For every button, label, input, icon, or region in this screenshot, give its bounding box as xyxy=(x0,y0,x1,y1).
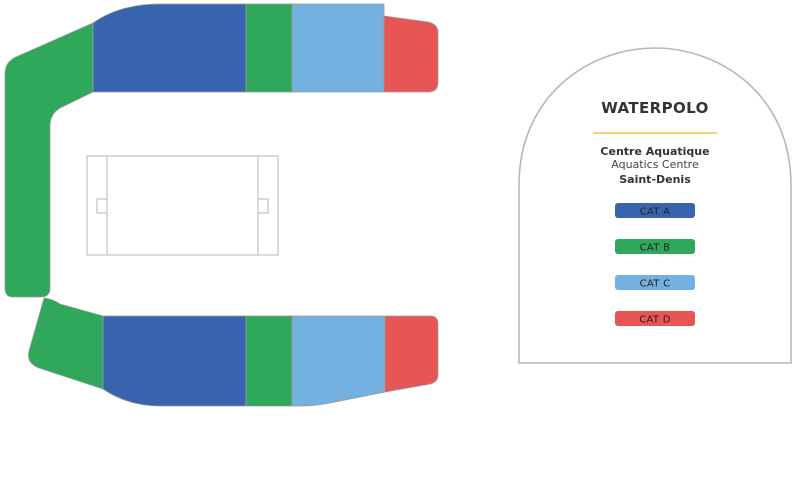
venue-name: Centre Aquatique xyxy=(600,145,709,158)
section-bottom-left-cat-b[interactable] xyxy=(28,297,104,390)
section-top-cat-a[interactable] xyxy=(92,3,247,93)
section-bottom-cat-a[interactable] xyxy=(102,315,247,407)
legend-swatch-cat-b xyxy=(615,239,695,254)
legend-swatch-cat-a xyxy=(615,203,695,218)
legend-item-cat-c[interactable]: CAT C xyxy=(615,275,695,290)
section-top-cat-b[interactable] xyxy=(245,3,293,93)
legend-label-cat-d: CAT D xyxy=(639,315,671,326)
section-top-cat-d[interactable] xyxy=(383,15,439,93)
legend-label-cat-a: CAT A xyxy=(640,207,671,218)
legend-label-cat-c: CAT C xyxy=(640,279,671,290)
section-bottom-cat-c[interactable] xyxy=(291,315,386,407)
legend-item-cat-a[interactable]: CAT A xyxy=(615,203,695,218)
venue-city: Saint-Denis xyxy=(619,173,691,186)
legend-swatch-cat-d xyxy=(615,311,695,326)
section-bottom-cat-b[interactable] xyxy=(245,315,293,407)
venue-name-english: Aquatics Centre xyxy=(611,158,699,171)
legend-panel: WATERPOLO Centre Aquatique Aquatics Cent… xyxy=(518,47,792,364)
legend-swatch-cat-c xyxy=(615,275,695,290)
legend-title: WATERPOLO xyxy=(601,99,708,117)
legend-item-cat-d[interactable]: CAT D xyxy=(615,311,695,326)
legend-label-cat-b: CAT B xyxy=(640,243,671,254)
section-bottom-cat-d[interactable] xyxy=(384,315,439,393)
legend-item-cat-b[interactable]: CAT B xyxy=(615,239,695,254)
section-left-cat-b[interactable] xyxy=(4,22,94,298)
section-top-cat-c[interactable] xyxy=(291,3,385,93)
pool-icon xyxy=(86,155,279,256)
